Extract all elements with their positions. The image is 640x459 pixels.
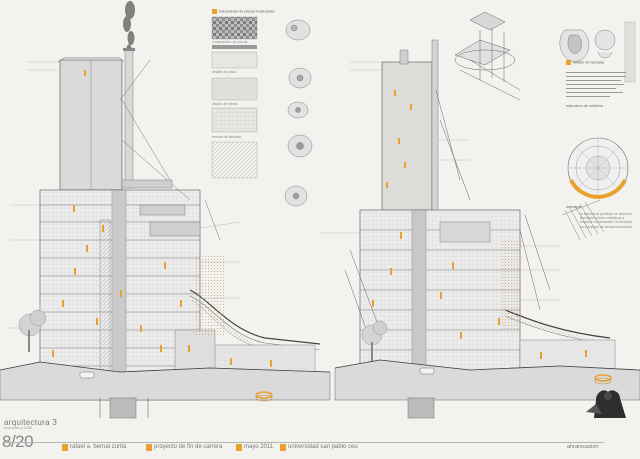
university-name: universidad san pablo ceu — [288, 444, 358, 450]
course-subtitle: secciones e:1/250 — [4, 426, 33, 430]
materials-caption-4: textura de fachada — [212, 135, 241, 139]
right-section — [320, 39, 640, 419]
material-panels — [211, 16, 313, 207]
materials-heading: tratamiento de placas traslucidas — [212, 9, 275, 14]
project-name: proyecto de fin de carrera — [154, 444, 223, 450]
portrait-image — [586, 390, 626, 418]
axonometric-detail — [454, 11, 521, 101]
accent-square — [236, 444, 242, 451]
tree-cluster — [18, 255, 226, 352]
materials-caption-3: alzado de lamas — [212, 102, 238, 106]
sheet-number: 8/20 — [2, 432, 34, 451]
circular-plan — [567, 137, 629, 199]
title-block: arquitectura 3 secciones e:1/250 8/20 ra… — [0, 418, 640, 454]
note-body: la estructura portante se resuelve media… — [580, 212, 632, 229]
date-label: mayo 2011 — [244, 444, 274, 450]
accent-square — [62, 444, 68, 451]
structure-heading: estructura de cubierta — [566, 104, 603, 108]
note-heading: memoria — [566, 205, 581, 209]
author-name: rafael a. bernal zurita — [70, 444, 127, 450]
anatomical-figures — [559, 29, 616, 63]
materials-caption-2: detalle de placa — [212, 70, 237, 74]
smoke-plume — [123, 1, 135, 56]
course-title: arquitectura 3 — [4, 418, 58, 427]
accent-square — [280, 444, 286, 451]
left-section — [0, 1, 331, 419]
brand-mark: ahrarscasion — [567, 444, 599, 450]
materials-caption-1: composicion de placas — [212, 40, 248, 44]
facade-heading: detalle de fachada — [566, 60, 604, 65]
accent-square — [146, 444, 152, 451]
facade-detail — [561, 199, 605, 241]
footer-divider — [4, 442, 604, 443]
